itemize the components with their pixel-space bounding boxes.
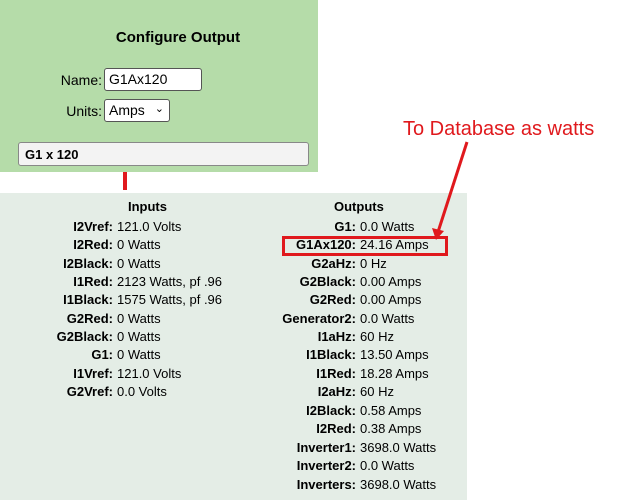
name-input[interactable]: G1Ax120 xyxy=(104,68,202,91)
output-key: I2aHz: xyxy=(317,384,356,399)
output-key: I2Black: xyxy=(306,403,356,418)
output-key: Inverter2: xyxy=(296,458,356,473)
input-value: 0 Watts xyxy=(117,329,161,344)
output-row: Inverter1: 3698.0 Watts xyxy=(297,440,437,456)
output-key: I1aHz: xyxy=(317,329,356,344)
output-value: 0.58 Amps xyxy=(360,403,422,418)
input-value: 0 Watts xyxy=(117,237,161,252)
highlight-box xyxy=(282,236,448,256)
input-key: I1Vref: xyxy=(73,366,113,381)
page-title: Configure Output xyxy=(115,29,241,46)
output-value: 13.50 Amps xyxy=(360,347,429,362)
connector-line xyxy=(123,172,127,190)
output-value: 3698.0 Watts xyxy=(360,477,437,492)
input-value: 121.0 Volts xyxy=(117,366,182,381)
input-row: G2Vref: 0.0 Volts xyxy=(67,384,167,400)
input-row: I1Red: 2123 Watts, pf .96 xyxy=(73,274,223,290)
output-row: Inverter2: 0.0 Watts xyxy=(297,458,415,474)
output-value: 0 Hz xyxy=(360,256,387,271)
output-row: I1Black: 13.50 Amps xyxy=(306,347,429,363)
output-value: 24.16 Amps xyxy=(360,237,429,252)
input-row: G2Black: 0 Watts xyxy=(57,329,161,345)
output-value: 0.00 Amps xyxy=(360,274,422,289)
units-label: Units: xyxy=(66,103,102,119)
output-key: Generator2: xyxy=(282,311,356,326)
output-value: 0.38 Amps xyxy=(360,421,422,436)
output-value: 60 Hz xyxy=(360,384,394,399)
input-value: 0 Watts xyxy=(117,256,161,271)
output-row: G2aHz: 0 Hz xyxy=(311,256,387,272)
output-value: 0.00 Amps xyxy=(360,292,422,307)
input-key: I2Black: xyxy=(63,256,113,271)
output-row: I1aHz: 60 Hz xyxy=(318,329,394,345)
chevron-down-icon: ⌄ xyxy=(154,103,164,115)
outputs-heading: Outputs xyxy=(334,199,384,214)
output-row: Inverters: 3698.0 Watts xyxy=(297,477,437,493)
input-key: G2Red: xyxy=(66,311,113,326)
input-row: I2Vref: 121.0 Volts xyxy=(73,219,182,235)
input-value: 0 Watts xyxy=(117,347,161,362)
input-key: I2Red: xyxy=(73,237,113,252)
output-value: 18.28 Amps xyxy=(360,366,429,381)
output-key: I1Red: xyxy=(316,366,356,381)
input-row: I2Red: 0 Watts xyxy=(73,237,161,253)
input-row: I1Vref: 121.0 Volts xyxy=(73,366,182,382)
arrow-head xyxy=(432,228,444,240)
input-key: G2Vref: xyxy=(66,384,113,399)
output-value: 3698.0 Watts xyxy=(360,440,437,455)
input-key: G1: xyxy=(91,347,113,362)
input-value: 0.0 Volts xyxy=(117,384,167,399)
output-row: G2Black: 0.00 Amps xyxy=(300,274,422,290)
output-row: G2Red: 0.00 Amps xyxy=(310,292,422,308)
input-key: I1Black: xyxy=(63,292,113,307)
output-key: G1: xyxy=(334,219,356,234)
input-row: I2Black: 0 Watts xyxy=(63,256,161,272)
input-key: G2Black: xyxy=(56,329,113,344)
input-key: I1Red: xyxy=(73,274,113,289)
inputs-heading: Inputs xyxy=(128,199,167,214)
output-row: I2Red: 0.38 Amps xyxy=(316,421,422,437)
units-select[interactable]: Amps ⌄ xyxy=(104,99,170,122)
input-key: I2Vref: xyxy=(73,219,113,234)
output-value: 0.0 Watts xyxy=(360,458,415,473)
data-panel xyxy=(0,193,467,500)
output-value: 60 Hz xyxy=(360,329,394,344)
output-row: G1: 0.0 Watts xyxy=(334,219,415,235)
annotation-text: To Database as watts xyxy=(403,118,595,140)
arrow-line xyxy=(436,141,469,233)
input-value: 0 Watts xyxy=(117,311,161,326)
output-key: I1Black: xyxy=(306,347,356,362)
output-row: I2Black: 0.58 Amps xyxy=(306,403,422,419)
input-row: G2Red: 0 Watts xyxy=(67,311,161,327)
units-selected-value: Amps xyxy=(109,102,145,118)
output-key: G2aHz: xyxy=(311,256,356,271)
output-row: I1Red: 18.28 Amps xyxy=(316,366,429,382)
input-value: 1575 Watts, pf .96 xyxy=(117,292,223,307)
input-value: 2123 Watts, pf .96 xyxy=(117,274,223,289)
output-row: Generator2: 0.0 Watts xyxy=(282,311,415,327)
output-row: G1Ax120: 24.16 Amps xyxy=(296,237,429,253)
output-value: 0.0 Watts xyxy=(360,219,415,234)
input-row: G1: 0 Watts xyxy=(91,347,161,363)
output-value: 0.0 Watts xyxy=(360,311,415,326)
output-key: G1Ax120: xyxy=(296,237,356,252)
expression-field[interactable]: G1 x 120 xyxy=(18,142,309,166)
output-key: I2Red: xyxy=(316,421,356,436)
input-row: I1Black: 1575 Watts, pf .96 xyxy=(63,292,223,308)
input-value: 121.0 Volts xyxy=(117,219,182,234)
name-label: Name: xyxy=(60,72,102,88)
output-key: Inverters: xyxy=(296,477,356,492)
output-key: G2Black: xyxy=(299,274,356,289)
output-key: Inverter1: xyxy=(296,440,356,455)
output-row: I2aHz: 60 Hz xyxy=(318,384,394,400)
output-key: G2Red: xyxy=(309,292,356,307)
